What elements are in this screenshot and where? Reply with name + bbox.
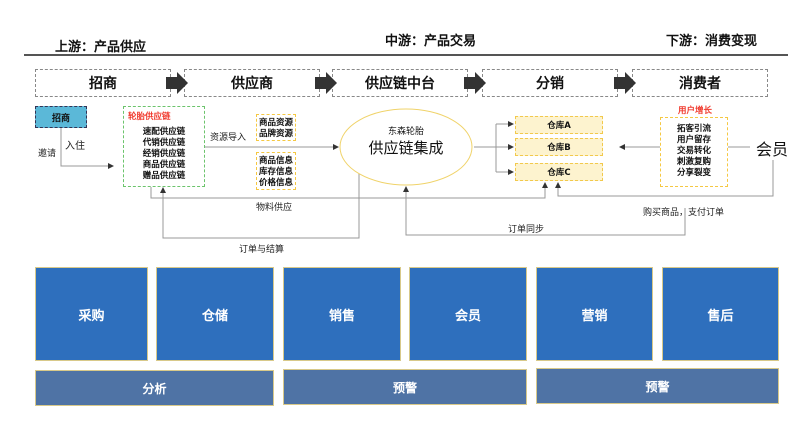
warehouse-a: 仓库A [515,116,603,134]
info-box: 商品信息 库存信息 价格信息 [256,152,296,190]
stage-consumer: 消费者 [632,69,768,97]
bar-analysis: 分析 [35,370,274,406]
resource-item: 商品资源 [258,118,293,128]
recruit-box: 招商 [35,106,87,128]
invite-label: 邀请 [38,149,57,159]
midstream-title: 中游：产品交易 [385,34,477,49]
module-marketing: 营销 [536,267,653,361]
module-warehousing: 仓储 [156,267,274,361]
material-supply-label: 物料供应 [256,203,293,213]
buy-pay-label: 购买商品，支付订单 [643,208,725,218]
info-item: 库存信息 [258,167,293,177]
stage-supply-chain-platform: 供应链中台 [332,69,468,97]
header-divider [24,54,788,56]
downstream-title: 下游：消费变现 [666,34,758,49]
stage-distribution: 分销 [482,69,618,97]
user-growth-title: 用户增长 [677,106,712,116]
upstream-title: 上游：产品供应 [55,40,147,55]
module-after-sales: 售后 [662,267,779,361]
company-label: 东森轮胎 [387,127,424,137]
info-item: 商品信息 [258,156,293,166]
integration-title: 供应链集成 [368,139,444,157]
arrow-right-icon [614,72,636,94]
module-procurement: 采购 [35,267,148,361]
resources-box: 商品资源 品牌资源 [256,114,296,141]
module-member: 会员 [409,267,527,361]
resource-import-label: 资源导入 [210,133,247,143]
order-settlement-label: 订单与结算 [239,245,285,255]
stage-recruit: 招商 [35,69,171,97]
enter-label: 入住 [65,141,85,152]
connector-buy-pay [555,160,774,197]
supply-chain-item: 代销供应链 [142,138,186,148]
growth-item: 分享裂变 [676,168,711,178]
supply-chain-item: 经销供应链 [142,149,186,159]
arrow-right-icon [464,72,486,94]
growth-item: 拓客引流 [676,124,711,134]
connector-order-sync [403,186,686,236]
tire-supply-chain-title: 轮胎供应链 [128,112,171,122]
bar-warning: 预警 [536,368,779,404]
integration-ellipse [339,108,473,186]
connector-order-settlement [160,160,360,239]
supply-chain-item: 赠品供应链 [142,171,186,181]
supply-chain-item: 速配供应链 [142,127,186,137]
bar-warning: 预警 [283,369,527,405]
warehouse-b: 仓库B [515,138,603,156]
user-growth-box: 拓客引流 用户留存 交易转化 刺激复购 分享裂变 [660,117,728,187]
order-sync-label: 订单同步 [508,225,545,235]
member-label: 会员 [756,140,789,159]
growth-item: 刺激复购 [676,157,711,167]
growth-item: 交易转化 [676,146,711,156]
arrow-right-icon [166,72,188,94]
connector-material-supply [150,182,548,199]
growth-item: 用户留存 [676,135,711,145]
stage-supplier: 供应商 [184,69,320,97]
info-item: 价格信息 [258,178,293,188]
module-sales: 销售 [283,267,401,361]
supply-chain-item: 商品供应链 [142,160,186,170]
warehouse-c: 仓库C [515,163,603,181]
resource-item: 品牌资源 [258,129,293,139]
arrow-right-icon [315,72,337,94]
tire-supply-chain-box: 轮胎供应链 速配供应链 代销供应链 经销供应链 商品供应链 赠品供应链 [123,106,205,187]
connector-invite [60,128,114,169]
